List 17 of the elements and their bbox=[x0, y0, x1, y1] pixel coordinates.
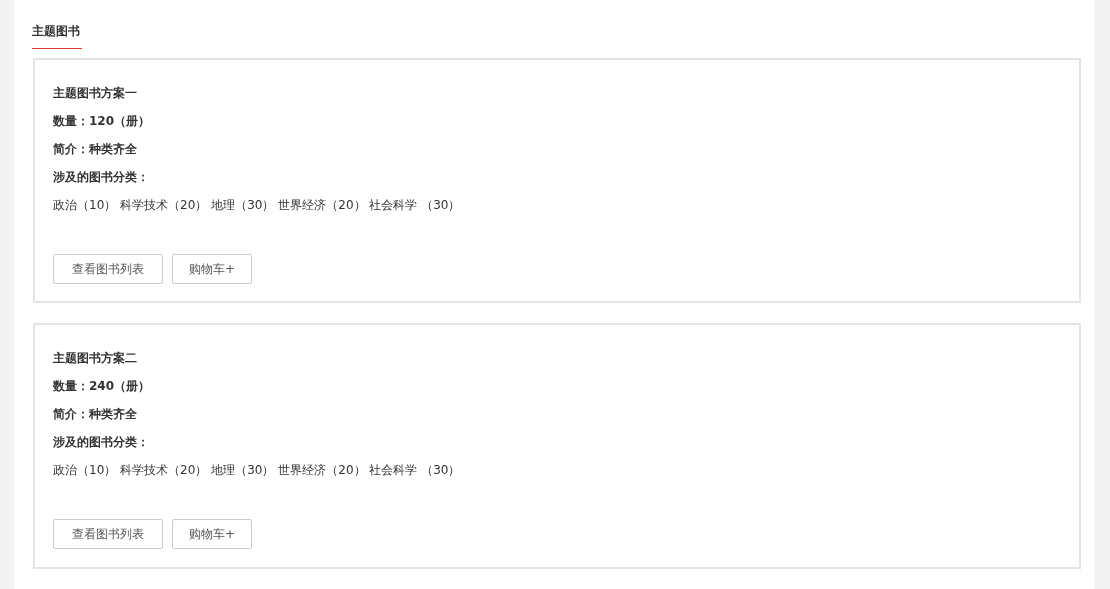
plan-name: 主题图书方案二 bbox=[53, 350, 137, 366]
category-heading: 涉及的图书分类： bbox=[53, 434, 149, 450]
view-list-button: 查看图书列表 bbox=[53, 254, 163, 284]
cart-button: 购物车+ bbox=[172, 254, 252, 284]
section-title: 主题图书 bbox=[32, 23, 80, 40]
cart-button: 购物车+ bbox=[172, 519, 252, 549]
plan-card bbox=[33, 323, 1081, 569]
plan-card bbox=[33, 58, 1081, 303]
category-heading: 涉及的图书分类： bbox=[53, 169, 149, 185]
plan-name: 主题图书方案一 bbox=[53, 85, 137, 101]
quantity-text: 数量：120（册） bbox=[53, 113, 151, 129]
summary-text: 简介：种类齐全 bbox=[53, 406, 137, 422]
quantity-text: 数量：240（册） bbox=[53, 378, 151, 394]
category-list: 政治（10） 科学技术（20） 地理（30） 世界经济（20） 社会科学 （30） bbox=[53, 197, 461, 213]
summary-text: 简介：种类齐全 bbox=[53, 141, 137, 157]
category-list: 政治（10） 科学技术（20） 地理（30） 世界经济（20） 社会科学 （30） bbox=[53, 462, 461, 478]
view-list-button: 查看图书列表 bbox=[53, 519, 163, 549]
